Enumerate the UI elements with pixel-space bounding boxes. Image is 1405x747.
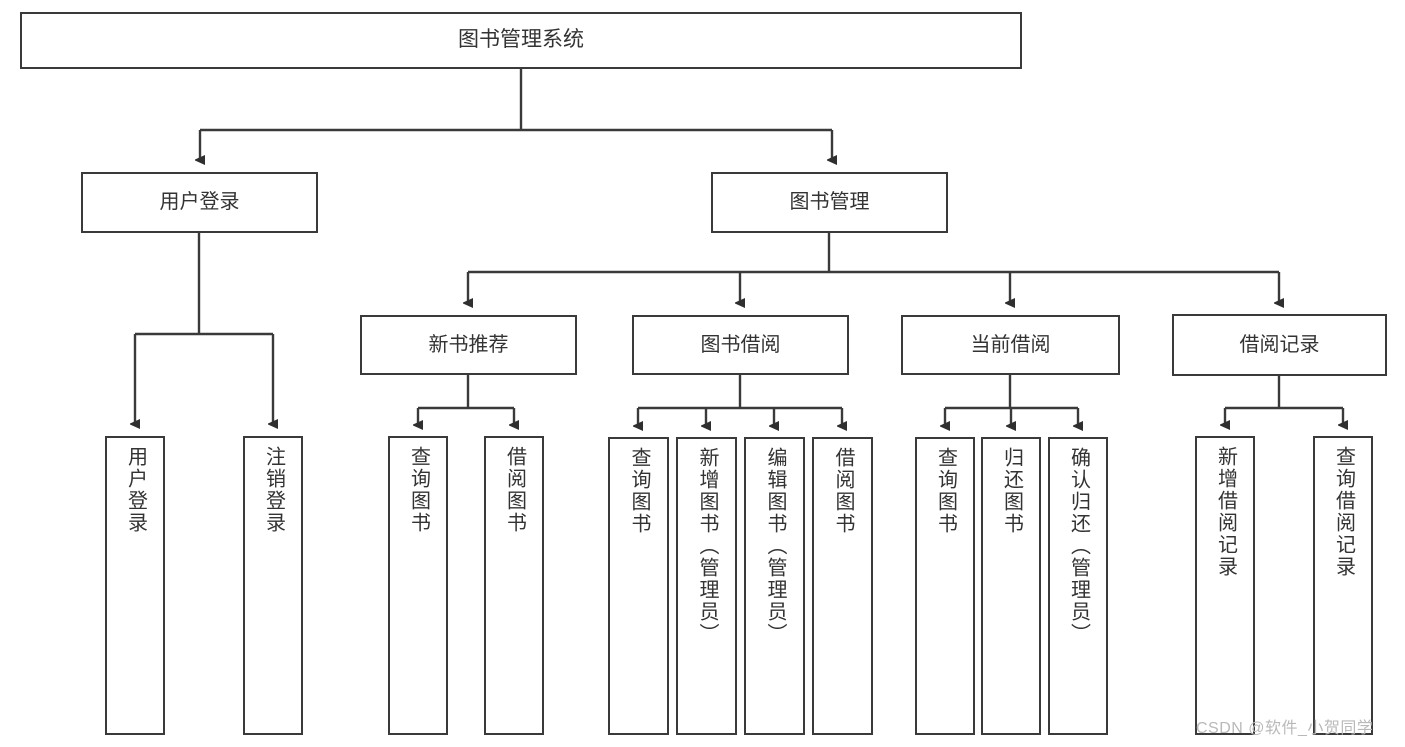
node-new-book-recommend[interactable]: 新书推荐 — [360, 315, 577, 375]
leaf-edit-book-admin[interactable]: 编辑图书（管理员） — [744, 437, 805, 735]
node-borrow-record-label: 借阅记录 — [1239, 333, 1320, 356]
node-book-manage-label: 图书管理 — [789, 191, 870, 213]
node-book-manage[interactable]: 图书管理 — [711, 172, 948, 233]
leaf-edit-book-admin-label: 编辑图书（管理员） — [764, 447, 786, 645]
leaf-query-borrow-record-label: 查询借阅记录 — [1332, 446, 1355, 578]
leaf-query-book-cur[interactable]: 查询图书 — [915, 437, 975, 735]
leaf-return-book[interactable]: 归还图书 — [981, 437, 1041, 735]
node-book-borrow-label: 图书借阅 — [700, 333, 781, 356]
leaf-query-book-borrow[interactable]: 查询图书 — [608, 437, 669, 735]
leaf-query-borrow-record[interactable]: 查询借阅记录 — [1313, 436, 1373, 735]
node-user-login[interactable]: 用户登录 — [81, 172, 318, 233]
leaf-borrow-book-rec-label: 借阅图书 — [503, 446, 526, 534]
leaf-query-book-borrow-label: 查询图书 — [628, 447, 650, 535]
node-root[interactable]: 图书管理系统 — [20, 12, 1022, 69]
node-borrow-record[interactable]: 借阅记录 — [1172, 314, 1387, 376]
leaf-query-book-cur-label: 查询图书 — [934, 447, 957, 535]
leaf-logout[interactable]: 注销登录 — [243, 436, 303, 735]
leaf-return-book-label: 归还图书 — [1000, 447, 1023, 535]
node-new-book-recommend-label: 新书推荐 — [428, 333, 509, 356]
watermark: CSDN @软件_小贺同学 — [1196, 720, 1374, 737]
node-current-borrow[interactable]: 当前借阅 — [901, 315, 1120, 375]
leaf-confirm-return-admin-label: 确认归还（管理员） — [1067, 447, 1090, 645]
leaf-borrow-book-label: 借阅图书 — [832, 447, 854, 535]
leaf-add-borrow-record[interactable]: 新增借阅记录 — [1195, 436, 1255, 735]
leaf-add-book-admin-label: 新增图书（管理员） — [696, 447, 718, 645]
node-root-label: 图书管理系统 — [458, 28, 584, 52]
node-current-borrow-label: 当前借阅 — [970, 333, 1051, 356]
leaf-add-borrow-record-label: 新增借阅记录 — [1214, 446, 1237, 578]
leaf-add-book-admin[interactable]: 新增图书（管理员） — [676, 437, 737, 735]
leaf-logout-label: 注销登录 — [262, 446, 285, 534]
leaf-query-book-rec[interactable]: 查询图书 — [388, 436, 448, 735]
node-user-login-label: 用户登录 — [159, 191, 240, 213]
leaf-query-book-rec-label: 查询图书 — [407, 446, 430, 534]
node-book-borrow[interactable]: 图书借阅 — [632, 315, 849, 375]
leaf-borrow-book[interactable]: 借阅图书 — [812, 437, 873, 735]
leaf-borrow-book-rec[interactable]: 借阅图书 — [484, 436, 544, 735]
leaf-confirm-return-admin[interactable]: 确认归还（管理员） — [1048, 437, 1108, 735]
leaf-user-login-label: 用户登录 — [124, 446, 147, 534]
leaf-user-login[interactable]: 用户登录 — [105, 436, 165, 735]
